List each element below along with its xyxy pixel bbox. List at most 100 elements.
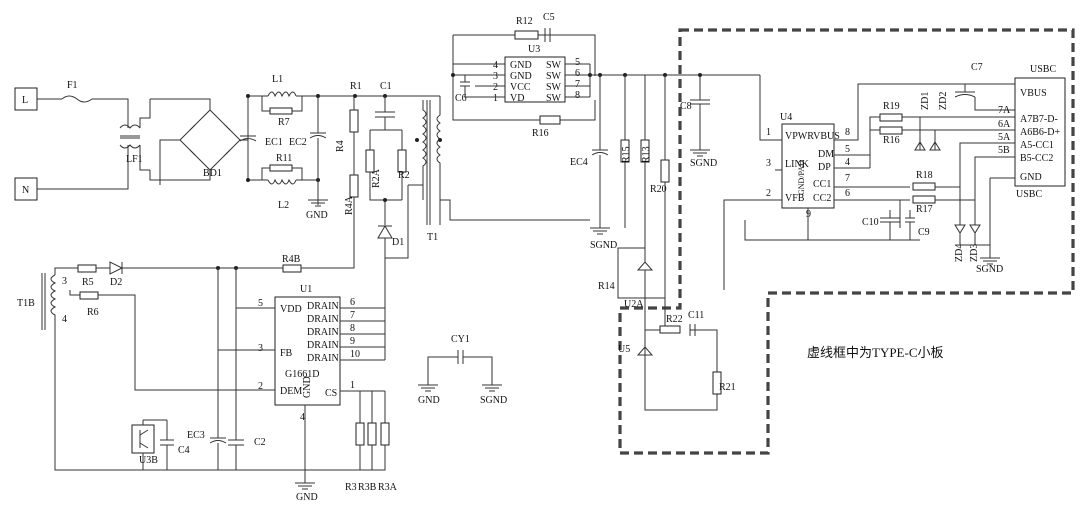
resistor-R11 bbox=[269, 164, 293, 172]
U4-num-7: 7 bbox=[845, 173, 850, 184]
EC4-label: EC4 bbox=[570, 157, 588, 168]
R18-label: R18 bbox=[916, 170, 933, 181]
R1-label: R1 bbox=[350, 81, 362, 92]
transformer-T1B bbox=[50, 274, 57, 325]
U1-num-9: 9 bbox=[350, 336, 355, 347]
U3-num-2: 2 bbox=[493, 82, 498, 93]
U4-num-1: 1 bbox=[766, 127, 771, 138]
U1-num-5: 5 bbox=[258, 298, 263, 309]
U4-label: U4 bbox=[780, 112, 792, 123]
resistor-R20 bbox=[660, 159, 670, 183]
LF1-label: LF1 bbox=[126, 154, 143, 165]
resistor-R22 bbox=[659, 325, 681, 334]
resistor-R18 bbox=[912, 182, 936, 191]
C8-label: C8 bbox=[680, 101, 692, 112]
controller-section: T1B 3 4 R5 D2 R6 R4B U1 VDD FB DEM DRAIN… bbox=[17, 254, 398, 503]
D2-label: D2 bbox=[110, 277, 122, 288]
R16-top-label: R16 bbox=[532, 128, 549, 139]
ZD2-label: ZD2 bbox=[938, 92, 949, 110]
gnd-label-u1: GND bbox=[296, 492, 318, 503]
U1-pin-cs: CS bbox=[325, 388, 337, 399]
resistor-R3 bbox=[355, 422, 365, 446]
resistor-R19 bbox=[879, 113, 903, 122]
R21-label: R21 bbox=[719, 382, 736, 393]
R4A-label: R4A bbox=[344, 195, 355, 215]
fuse-F1 bbox=[61, 95, 93, 103]
feedback-section: R14 U2A C11 R22 U5 R21 CY1 GND SGND bbox=[418, 247, 736, 411]
R19-label: R19 bbox=[883, 101, 900, 112]
R14-label: R14 bbox=[598, 281, 615, 292]
sgnd-label-EC4: SGND bbox=[590, 240, 617, 251]
U3-label: U3 bbox=[528, 44, 540, 55]
U3-pin-gnd2: GND bbox=[510, 71, 532, 82]
R4-label: R4 bbox=[335, 140, 346, 152]
U3-num-1: 1 bbox=[493, 93, 498, 104]
usbc-connector bbox=[1014, 77, 1066, 187]
primary-section: R1 C1 R4 R4A R2A R2 D1 T1 bbox=[315, 81, 590, 300]
U1-pin-drain4: DRAIN bbox=[307, 340, 339, 351]
transformer-T1 bbox=[408, 96, 590, 225]
BD1-label: BD1 bbox=[203, 168, 222, 179]
usbc-num-5a: 5A bbox=[998, 132, 1011, 143]
U4-num-4: 4 bbox=[845, 157, 850, 168]
gnd-label-cy1: GND bbox=[418, 395, 440, 406]
C1-label: C1 bbox=[380, 81, 392, 92]
R2A-label: R2A bbox=[371, 168, 382, 188]
EC3-label: EC3 bbox=[187, 430, 205, 441]
U1-pin-gnd: GND bbox=[302, 376, 313, 398]
usbc-pin-vbus: VBUS bbox=[1020, 88, 1047, 99]
optocoupler-U2A bbox=[617, 247, 665, 299]
T1B-pin3: 3 bbox=[62, 276, 67, 287]
D1-label: D1 bbox=[392, 237, 404, 248]
U4-pin-vpwr: VPWRVBUS bbox=[785, 131, 840, 142]
L2-label: L2 bbox=[278, 200, 289, 211]
R3A-label: R3A bbox=[378, 482, 398, 493]
U4-pin-dp: DP bbox=[818, 162, 831, 173]
C9-label: C9 bbox=[918, 227, 930, 238]
C6-label: C6 bbox=[455, 93, 467, 104]
U4-num-6: 6 bbox=[845, 188, 850, 199]
C7-label: C7 bbox=[971, 62, 983, 73]
U2A-label: U2A bbox=[624, 299, 644, 310]
sgnd-label-C8: SGND bbox=[690, 158, 717, 169]
U1-pin-drain3: DRAIN bbox=[307, 327, 339, 338]
capacitor-C6 bbox=[460, 75, 485, 98]
U4-num-2: 2 bbox=[766, 188, 771, 199]
ic-U1 bbox=[274, 296, 341, 406]
usbc-num-5b: 5B bbox=[998, 145, 1010, 156]
U1-pin-drain1: DRAIN bbox=[307, 301, 339, 312]
zener-ZD3-ZD4 bbox=[954, 224, 981, 234]
bridge-BD1 bbox=[149, 98, 248, 185]
R13-label: R13 bbox=[641, 146, 652, 163]
optocoupler-U3B bbox=[131, 424, 155, 454]
U4-pin-cc1: CC1 bbox=[813, 179, 831, 190]
U4-pin-cc2: CC2 bbox=[813, 193, 831, 204]
U3-num-7: 7 bbox=[575, 79, 580, 90]
gnd-symbol-1 bbox=[308, 180, 328, 207]
U3B-label: U3B bbox=[139, 455, 158, 466]
U3-num-4: 4 bbox=[493, 60, 498, 71]
regulator-U5 bbox=[636, 346, 654, 356]
U3-num-3: 3 bbox=[493, 71, 498, 82]
zener-ZD1-ZD2 bbox=[914, 141, 941, 151]
R22-label: R22 bbox=[666, 314, 683, 325]
sgnd-label-usbc: SGND bbox=[976, 264, 1003, 275]
U3-pin-vcc: VCC bbox=[510, 82, 531, 93]
capacitor-EC3 bbox=[209, 430, 227, 470]
typec-section: U4 VPWRVBUS DM DP LINK CC1 CC2 VFB GND/P… bbox=[723, 62, 1066, 290]
T1-label: T1 bbox=[427, 232, 438, 243]
usbc-pin-a7b7: A7B7-D- bbox=[1020, 114, 1058, 125]
R16-u4-label: R16 bbox=[883, 135, 900, 146]
typec-board-note: 虚线框中为TYPE-C小板 bbox=[807, 345, 944, 360]
U1-num-3: 3 bbox=[258, 343, 263, 354]
resistor-R16-u4 bbox=[879, 126, 903, 135]
U1-pin-drain5: DRAIN bbox=[307, 353, 339, 364]
L1-label: L1 bbox=[272, 74, 283, 85]
U1-num-10: 10 bbox=[350, 349, 360, 360]
U4-num-5: 5 bbox=[845, 144, 850, 155]
C2-label: C2 bbox=[254, 437, 266, 448]
R7-label: R7 bbox=[278, 117, 290, 128]
R17-label: R17 bbox=[916, 204, 933, 215]
usbc-pin-b5cc2: B5-CC2 bbox=[1020, 153, 1053, 164]
resistor-R17 bbox=[912, 195, 936, 204]
